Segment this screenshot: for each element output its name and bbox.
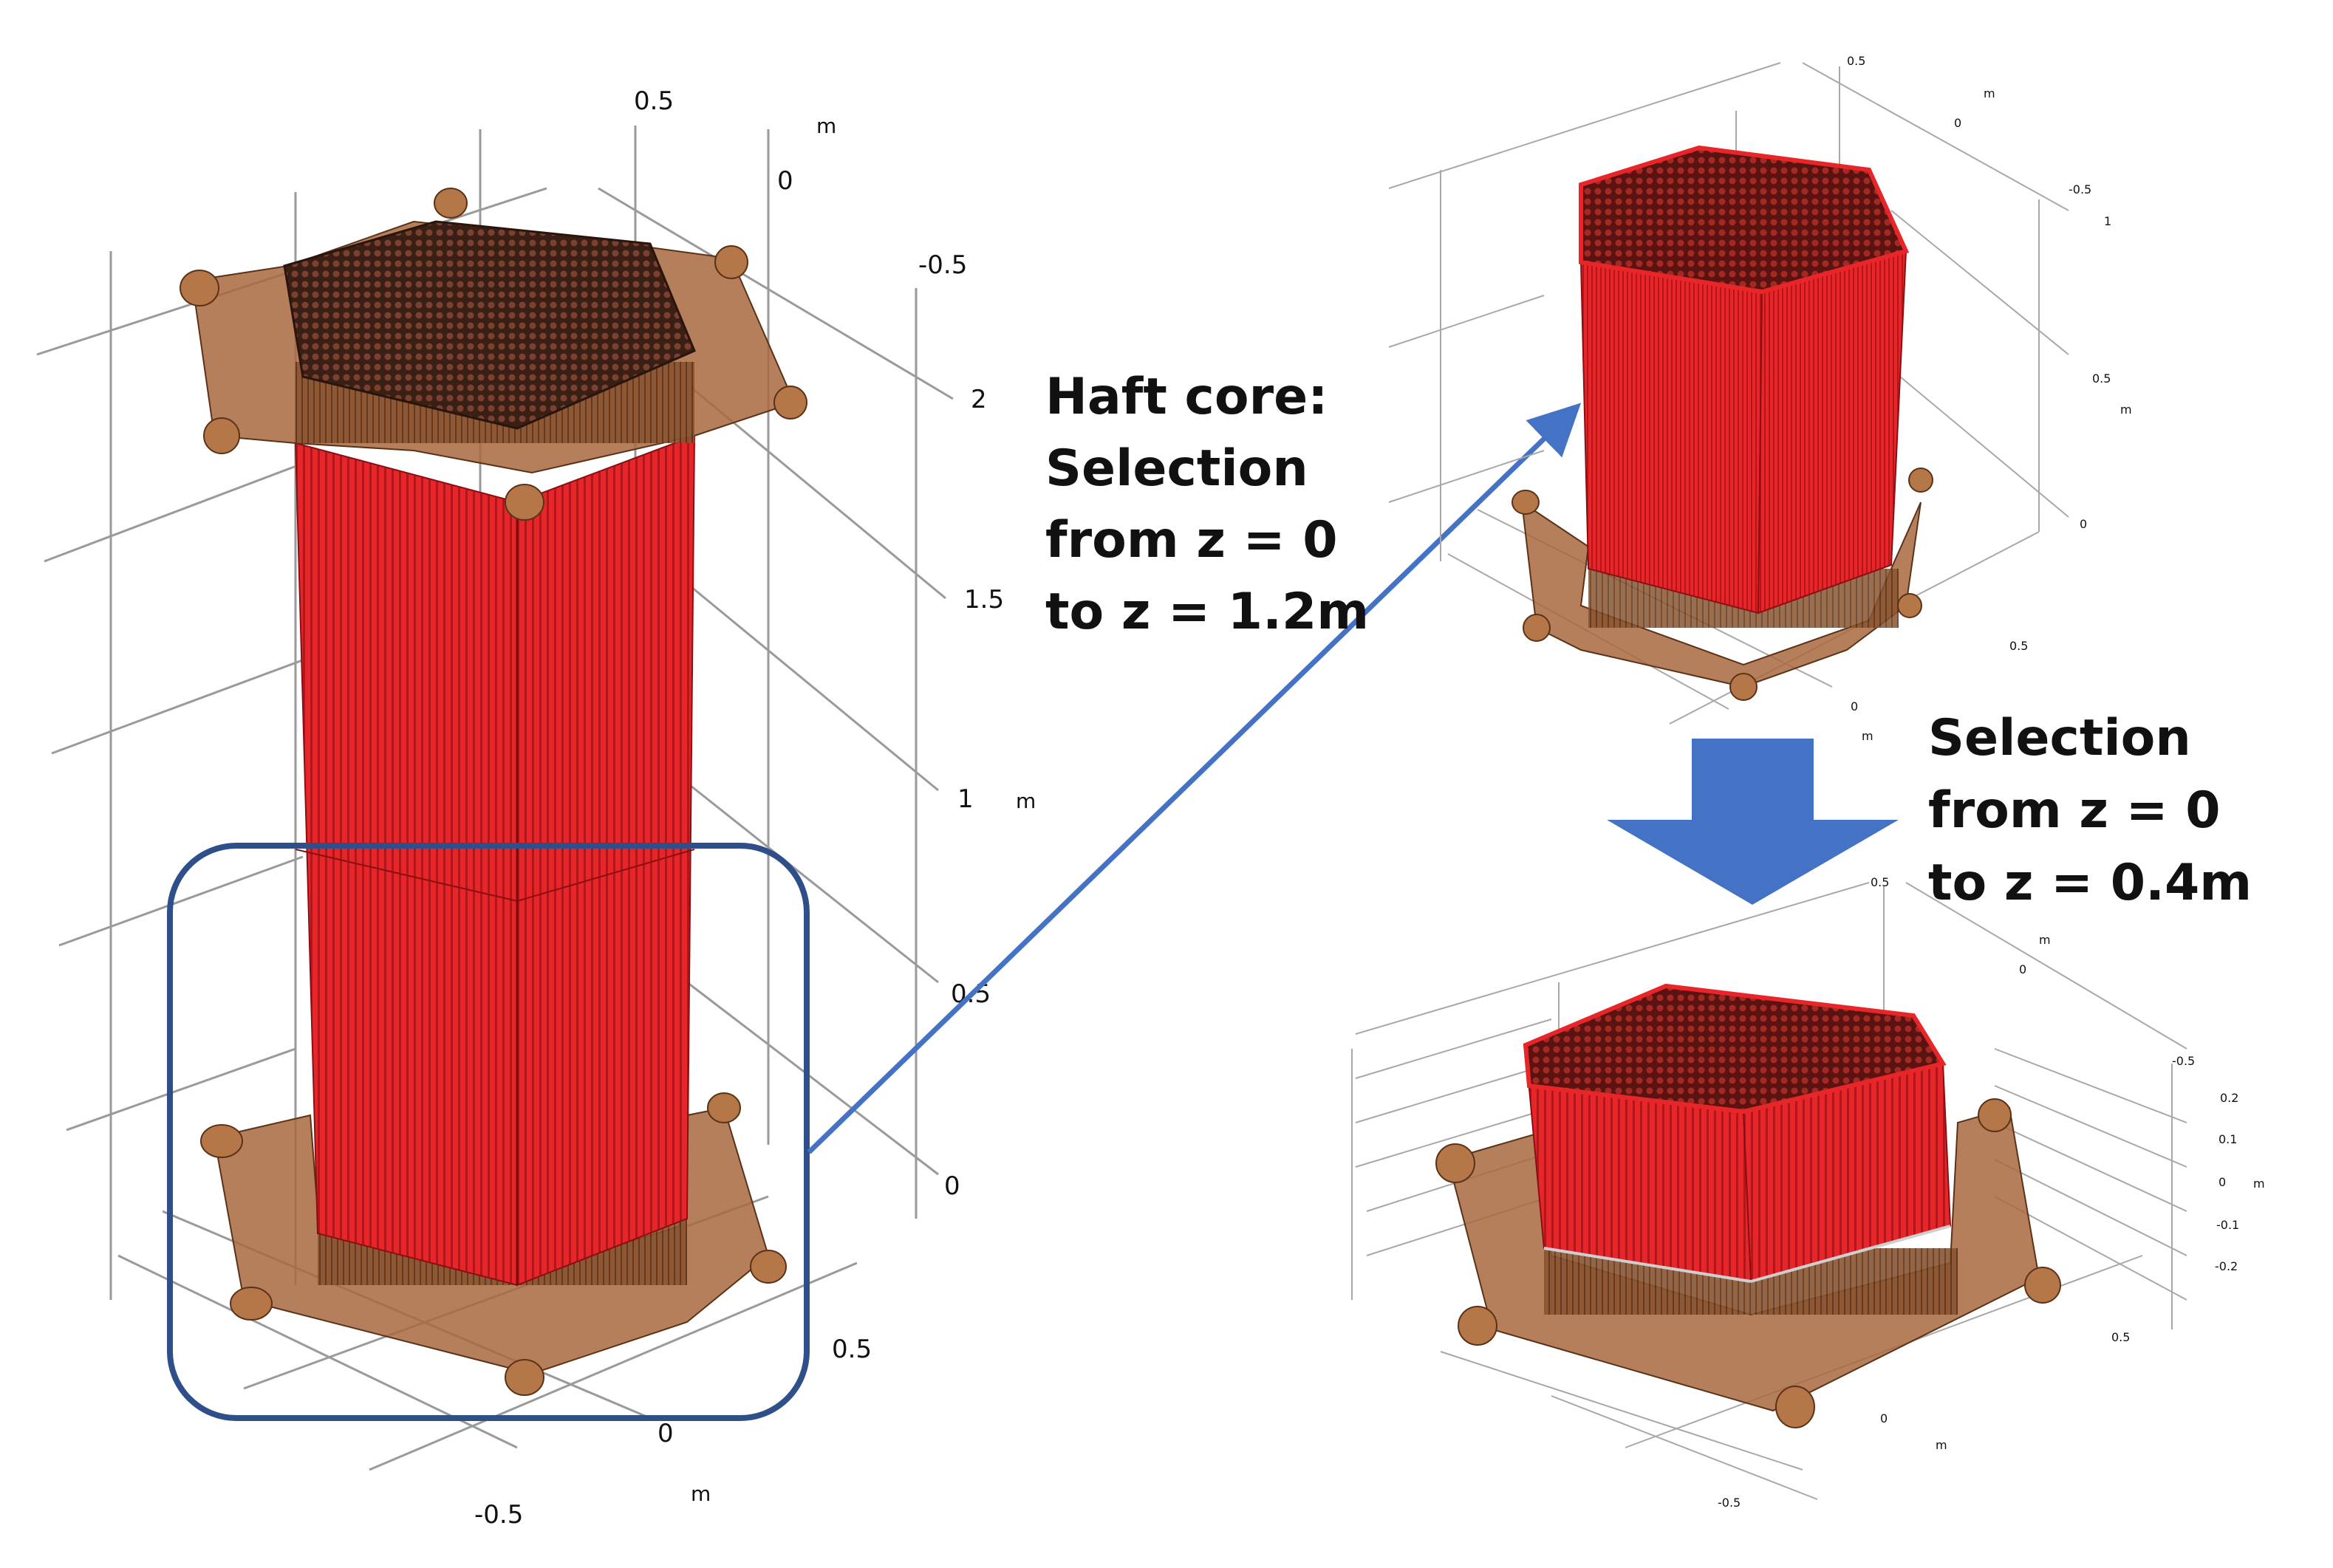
left-top-ticks: 0.5 m 0 -0.5: [634, 86, 967, 280]
left-z-tick: 1.5: [964, 585, 1004, 614]
tr-tick: 0: [2080, 517, 2087, 531]
br-tick: m: [2253, 1177, 2265, 1191]
br-tick: -0.5: [2172, 1054, 2195, 1068]
tr-tick: 0: [1954, 116, 1961, 130]
br-tick: 0.5: [2111, 1330, 2130, 1344]
left-bottom-tick: m: [691, 1482, 711, 1506]
br-tick: m: [1936, 1438, 1947, 1452]
left-top-tick: 0.5: [634, 86, 674, 116]
left-bottom-tick: 0: [657, 1419, 674, 1448]
left-model: 0.5 m 0 -0.5 2 1.5 1 m 0.5 0 0.5 0 -0.5 …: [36, 86, 1036, 1530]
tr-tick: 0.5: [2009, 639, 2028, 653]
left-z-ticks: 2 1.5 1 m 0.5 0: [944, 385, 1036, 1201]
tr-tick: m: [1984, 86, 1995, 100]
top-right-model: 0.5 m 0 -0.5 1 0.5 m 0 0.5 0 m: [1388, 54, 2132, 743]
tr-tick: -0.5: [2069, 182, 2091, 196]
caption-line: Selection: [1928, 709, 2191, 767]
tr-tick: 0.5: [2092, 372, 2111, 386]
left-z-tick: 2: [971, 385, 987, 414]
caption-line: from z = 0: [1045, 511, 1338, 569]
top-right-ticks: 0.5 m 0 -0.5 1 0.5 m 0 0.5 0 m: [1847, 54, 2132, 743]
bottom-right-model: 0.5 m 0 -0.5 0.2 0.1 0 m -0.1 -0.2 0.5 0…: [1351, 875, 2265, 1510]
br-tick: 0.2: [2220, 1091, 2238, 1105]
left-bottom-tick: -0.5: [474, 1500, 523, 1530]
tr-tick: 0.5: [1847, 54, 1865, 68]
br-tick: 0: [2218, 1175, 2226, 1189]
br-tick: -0.5: [1718, 1496, 1741, 1510]
caption-line: Haft core:: [1045, 368, 1328, 426]
left-rod-bundle: [294, 434, 696, 1287]
br-tick: 0.1: [2218, 1132, 2237, 1146]
left-z-tick: 0: [944, 1171, 960, 1201]
left-bottom-tick: 0.5: [832, 1335, 872, 1364]
selection-caption: Selection from z = 0 to z = 0.4m: [1928, 709, 2252, 912]
tr-tick: 1: [2104, 214, 2111, 228]
tr-tick: m: [1862, 729, 1873, 743]
tr-tick: 0: [1851, 699, 1858, 713]
left-z-tick: 1: [957, 784, 974, 814]
left-top-support: [180, 188, 807, 521]
left-top-tick: m: [816, 114, 836, 138]
left-top-tick: -0.5: [918, 250, 967, 280]
left-top-tick: 0: [777, 166, 793, 196]
br-tick: 0: [1880, 1411, 1888, 1425]
left-bottom-ticks: 0.5 0 -0.5 m: [474, 1335, 872, 1530]
left-z-tick: m: [1016, 789, 1036, 813]
half-core-caption: Haft core: Selection from z = 0 to z = 1…: [1045, 368, 1369, 641]
br-tick: -0.1: [2216, 1218, 2239, 1232]
selection-box: [167, 843, 810, 1421]
caption-line: Selection: [1045, 439, 1308, 498]
bottom-right-ticks: 0.5 m 0 -0.5 0.2 0.1 0 m -0.1 -0.2 0.5 0…: [1718, 875, 2265, 1510]
caption-line: to z = 1.2m: [1045, 583, 1369, 641]
down-arrow: [1607, 739, 1899, 905]
caption-line: to z = 0.4m: [1928, 854, 2252, 912]
br-tick: 0.5: [1871, 875, 1889, 889]
br-tick: -0.2: [2215, 1259, 2238, 1273]
tr-tick: m: [2120, 403, 2132, 417]
caption-line: from z = 0: [1928, 781, 2221, 840]
br-tick: 0: [2019, 962, 2026, 976]
br-tick: m: [2039, 933, 2051, 947]
